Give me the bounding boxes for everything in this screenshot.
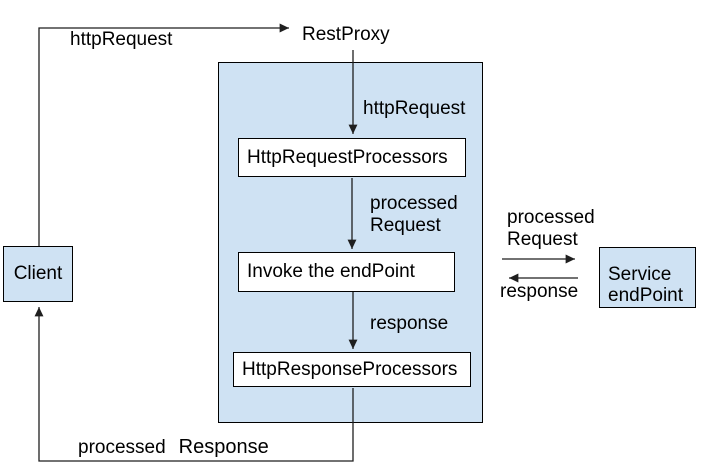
node-http-response-processors-label: HttpResponseProcessors [242,358,458,380]
edge-label-invoke-to-response-processors: response [370,313,449,334]
node-http-request-processors: HttpRequestProcessors [238,138,466,177]
node-invoke-endpoint: Invoke the endPoint [238,252,455,292]
edge-label-processed-response-word1: processed [78,437,166,458]
edge-label-response-processors-to-client: processed Response [78,436,269,459]
edge-label-client-to-restproxy: httpRequest [70,29,173,50]
node-service-endpoint: Service endPoint [599,247,696,308]
node-http-request-processors-label: HttpRequestProcessors [247,146,448,168]
edge-label-processed-response-word2: Response [178,436,269,458]
edge-label-processed-request-right-line1: processed [507,207,595,228]
node-http-response-processors: HttpResponseProcessors [233,352,471,387]
node-service-endpoint-label-line1: Service [608,264,672,285]
edge-label-processed-request-line2: Request [370,215,441,236]
node-client: Client [3,246,73,302]
node-service-endpoint-label-line2: endPoint [608,285,684,306]
edge-label-request-processors-to-invoke: processed Request [370,193,458,237]
edge-label-restproxy-to-service: processed Request [507,207,595,251]
edge-label-restproxy-to-request-processors: httpRequest [363,98,466,119]
edge-label-service-to-restproxy: response [500,281,579,302]
edge-label-processed-request-right-line2: Request [507,229,578,250]
node-rest-proxy-label: RestProxy [302,24,390,45]
node-client-label: Client [13,263,63,284]
node-invoke-endpoint-label: Invoke the endPoint [247,261,415,282]
edge-label-processed-request-line1: processed [370,193,458,214]
